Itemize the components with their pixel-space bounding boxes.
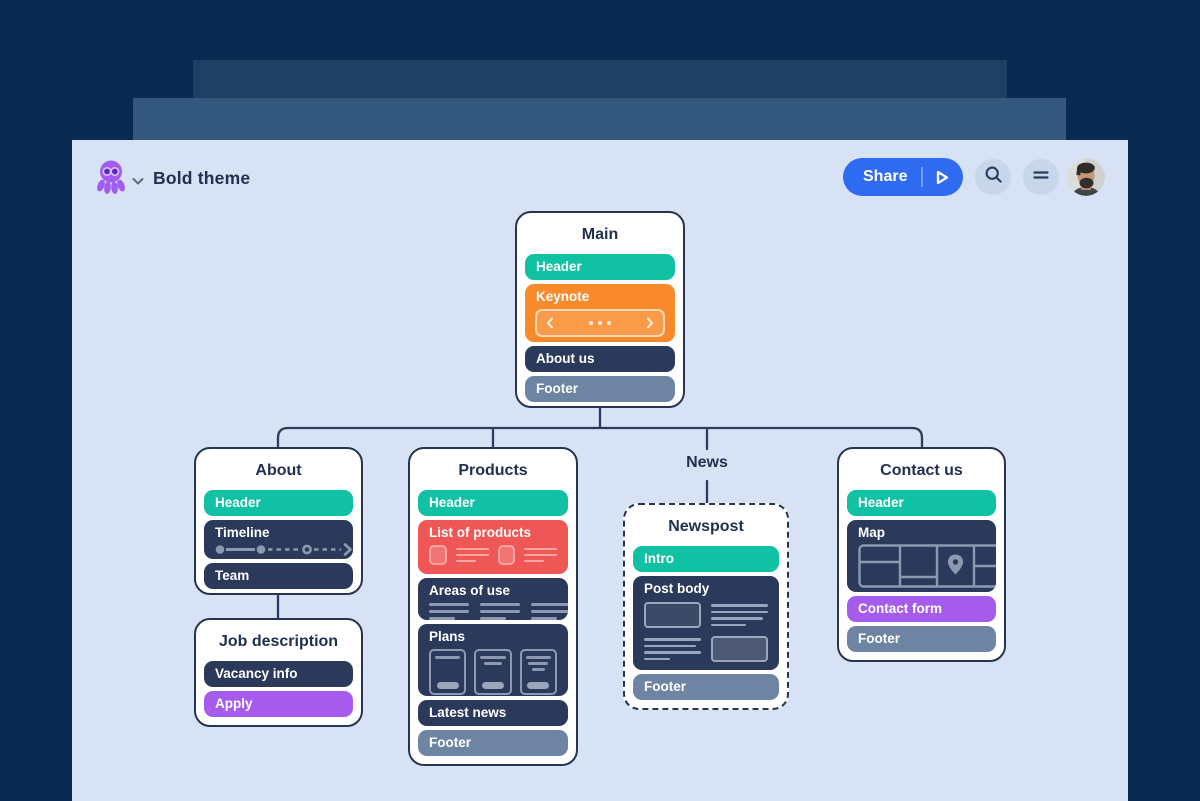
octopus-logo-icon[interactable]: [94, 159, 128, 195]
block-header[interactable]: Header: [525, 254, 675, 280]
plans-widget: [418, 645, 568, 696]
card-title: Job description: [218, 633, 339, 650]
avatar[interactable]: [1067, 158, 1105, 196]
image-placeholder: [711, 636, 768, 662]
carousel-widget: [535, 309, 665, 337]
image-placeholder: [644, 602, 701, 628]
card-title: Products: [458, 462, 528, 479]
card-main[interactable]: Main Header Keynote About us Footer: [515, 211, 685, 408]
share-divider: [921, 167, 923, 187]
menu-button[interactable]: [1023, 159, 1059, 195]
search-icon: [984, 165, 1003, 189]
block-vacancy-info[interactable]: Vacancy info: [204, 661, 353, 687]
chevron-down-icon[interactable]: [132, 173, 144, 191]
block-areas-of-use[interactable]: Areas of use: [418, 578, 568, 620]
block-footer[interactable]: Footer: [633, 674, 779, 700]
block-footer[interactable]: Footer: [847, 626, 996, 652]
node-news-label[interactable]: News: [686, 454, 728, 471]
sitemap-canvas: Main Header Keynote About us Footer Abou…: [72, 211, 1128, 801]
card-title: About: [255, 462, 302, 479]
card-newspost[interactable]: Newspost Intro Post body Footer: [623, 503, 789, 710]
menu-icon: [1033, 168, 1049, 187]
block-list-of-products[interactable]: List of products: [418, 520, 568, 574]
product-list-widget: [418, 541, 568, 565]
product-thumb: [497, 545, 515, 565]
block-latest-news[interactable]: Latest news: [418, 700, 568, 726]
product-text-lines: [524, 547, 557, 563]
block-header[interactable]: Header: [847, 490, 996, 516]
areas-widget: [418, 599, 568, 620]
block-header[interactable]: Header: [204, 490, 353, 516]
card-title: Main: [581, 226, 619, 243]
block-intro[interactable]: Intro: [633, 546, 779, 572]
card-title: Newspost: [668, 518, 744, 535]
block-post-body[interactable]: Post body: [633, 576, 779, 670]
block-apply[interactable]: Apply: [204, 691, 353, 717]
block-keynote[interactable]: Keynote: [525, 284, 675, 342]
card-title: Contact us: [880, 462, 963, 479]
block-header[interactable]: Header: [418, 490, 568, 516]
block-footer[interactable]: Footer: [525, 376, 675, 402]
search-button[interactable]: [975, 159, 1011, 195]
play-icon[interactable]: [923, 169, 963, 186]
connector-lines: [276, 406, 924, 620]
block-contact-form[interactable]: Contact form: [847, 596, 996, 622]
app-window: Bold theme Share: [72, 140, 1128, 801]
card-contact-us[interactable]: Contact us Header Map: [837, 447, 1006, 662]
share-button[interactable]: Share: [843, 158, 963, 196]
chevron-right-icon: [647, 317, 654, 329]
page-title: Bold theme: [153, 168, 251, 188]
chevron-left-icon: [546, 317, 553, 329]
card-products[interactable]: Products Header List of products Areas o…: [408, 447, 578, 766]
card-job-description[interactable]: Job description Vacancy info Apply: [194, 618, 363, 727]
block-plans[interactable]: Plans: [418, 624, 568, 696]
product-thumb: [429, 545, 447, 565]
carousel-dots: [589, 321, 611, 325]
product-text-lines: [455, 547, 489, 563]
block-map[interactable]: Map: [847, 520, 996, 592]
app-header: Bold theme Share: [72, 140, 1128, 214]
map-widget: [858, 544, 996, 588]
block-timeline[interactable]: Timeline: [204, 520, 353, 559]
share-button-label: Share: [863, 168, 908, 185]
block-team[interactable]: Team: [204, 563, 353, 589]
timeline-widget: [215, 543, 352, 556]
block-about-us[interactable]: About us: [525, 346, 675, 372]
post-body-widget: [633, 597, 779, 664]
block-footer[interactable]: Footer: [418, 730, 568, 756]
card-about[interactable]: About Header Timeline Team: [194, 447, 363, 595]
